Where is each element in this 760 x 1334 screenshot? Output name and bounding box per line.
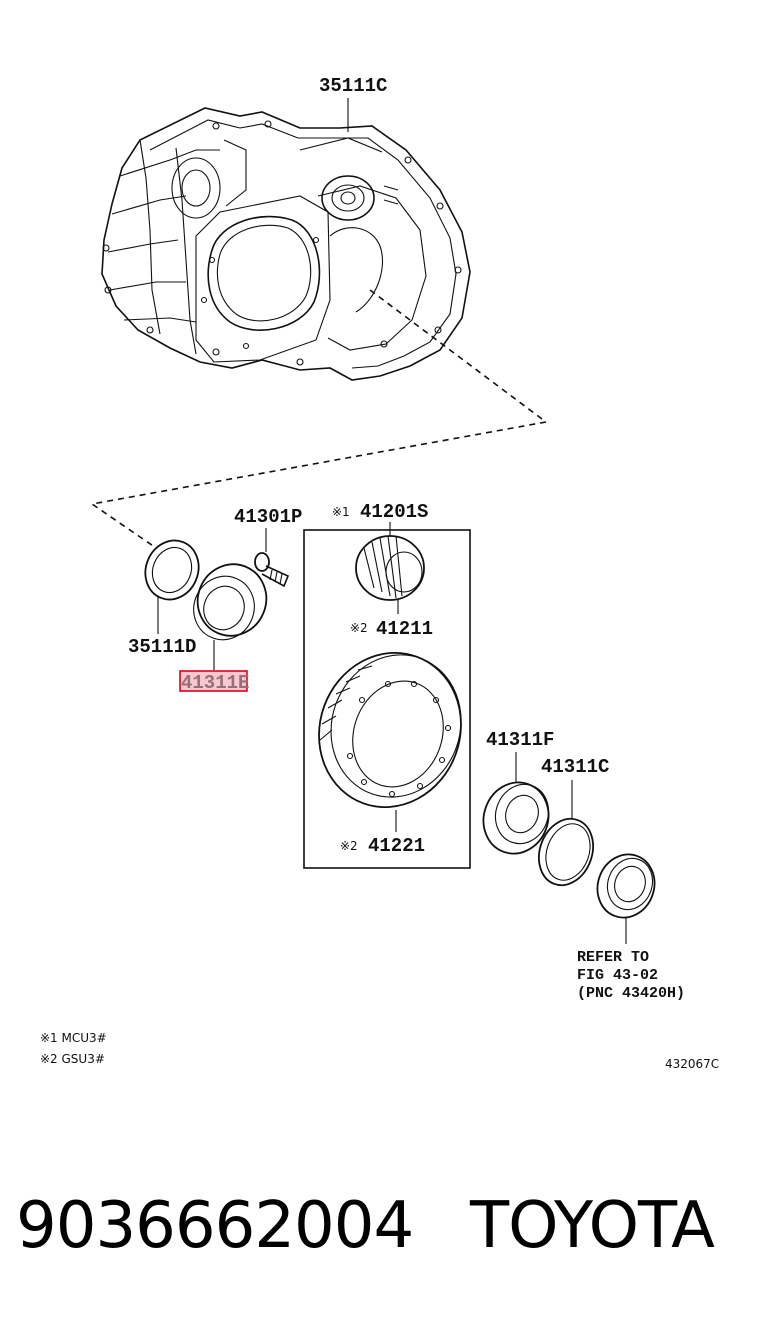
label-41301P[interactable]: 41301P: [234, 506, 302, 528]
label-41311E[interactable]: 41311E: [181, 672, 249, 694]
label-41201S[interactable]: 41201S: [360, 501, 428, 523]
note-mcu3: ※1 MCU3#: [40, 1031, 107, 1045]
label-35111D[interactable]: 35111D: [128, 636, 196, 658]
drive-pinion-drawing: [355, 522, 425, 614]
shim-drawing: [538, 780, 594, 887]
outer-race-drawing: [596, 853, 656, 944]
bolt-drawing: [254, 528, 290, 588]
label-41211[interactable]: 41211: [376, 618, 433, 640]
note-gsu3: ※2 GSU3#: [40, 1052, 105, 1066]
connection-dashed-line: [89, 289, 548, 553]
parts-diagram: 35111C 41301P ※1 41201S 35111D 41311E ※2…: [40, 75, 719, 1071]
refer-line-1: REFER TO: [577, 949, 649, 966]
label-41311C[interactable]: 41311C: [541, 756, 609, 778]
label-41311F[interactable]: 41311F: [486, 729, 554, 751]
gear-set-box: [303, 529, 471, 869]
bearing-right-drawing: [482, 752, 550, 855]
mark-note1: ※1: [332, 505, 350, 519]
footer: 9036662004 TOYOTA: [0, 1188, 760, 1288]
highlighted-part[interactable]: 41311E: [179, 670, 249, 694]
bearing-left-drawing: [193, 563, 268, 670]
label-41221[interactable]: 41221: [368, 835, 425, 857]
brand-name: TOYOTA: [470, 1189, 715, 1263]
figure-code: 432067C: [665, 1057, 719, 1071]
mark-note2-pinion: ※2: [350, 621, 368, 635]
ring-gear-drawing: [318, 651, 462, 832]
transaxle-case-drawing: [101, 98, 471, 381]
highlight-box: [179, 670, 248, 692]
part-number: 9036662004: [16, 1189, 414, 1263]
label-35111C[interactable]: 35111C: [319, 75, 387, 97]
oil-seal-drawing: [144, 539, 200, 634]
mark-note2-ring: ※2: [340, 839, 358, 853]
refer-line-3: (PNC 43420H): [577, 985, 685, 1002]
refer-line-2: FIG 43-02: [577, 967, 658, 984]
